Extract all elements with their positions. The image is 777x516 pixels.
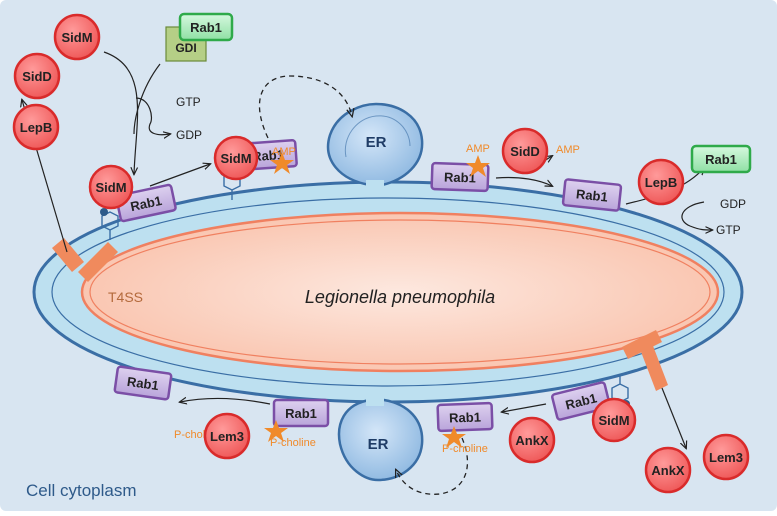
svg-text:AnkX: AnkX xyxy=(515,433,549,448)
effector-sidd-left: SidD xyxy=(13,52,61,100)
er-bottom-label: ER xyxy=(368,436,389,453)
gtp-right-label: GTP xyxy=(716,223,741,237)
gdi-label: GDI xyxy=(175,41,196,55)
lipid-anchors xyxy=(101,171,629,403)
svg-text:SidM: SidM xyxy=(598,413,629,428)
modification-stars xyxy=(264,152,490,448)
svg-text:Rab1: Rab1 xyxy=(564,390,598,412)
amp-label-3: AMP xyxy=(556,144,580,156)
pcholine-label-2: P-choline xyxy=(270,437,316,449)
gdi-complex: GDI Rab1 xyxy=(165,12,234,62)
svg-text:LepB: LepB xyxy=(20,120,53,135)
svg-text:Rab1: Rab1 xyxy=(449,409,481,425)
effector-ankx-bottom: AnkX xyxy=(508,416,556,464)
rab1-bottom-left: Rab1 xyxy=(113,365,173,401)
bacterium-legionella xyxy=(80,211,720,373)
er-top-arrow xyxy=(258,75,352,139)
er-vesicle-top xyxy=(326,102,424,196)
svg-text:SidD: SidD xyxy=(510,144,540,159)
svg-text:Rab1: Rab1 xyxy=(575,186,608,204)
er-top-label: ER xyxy=(366,134,387,151)
sidm-ampylation-arrow xyxy=(149,164,210,187)
pcholine-label-3: P-choline xyxy=(442,443,488,455)
svg-text:Rab1: Rab1 xyxy=(705,152,737,167)
svg-text:Lem3: Lem3 xyxy=(709,450,743,465)
amp-label-2: AMP xyxy=(466,143,490,155)
gdp-top-label: GDP xyxy=(176,128,202,142)
sidm-to-membrane-arrow xyxy=(103,51,139,174)
effector-sidd-right: SidD xyxy=(501,127,549,175)
svg-text:AnkX: AnkX xyxy=(651,463,685,478)
svg-text:Rab1: Rab1 xyxy=(252,147,285,164)
t4ss-right xyxy=(622,330,686,448)
cytoplasm-label: Cell cytoplasm xyxy=(26,481,137,500)
rab1-gdi-label: Rab1 xyxy=(190,20,222,35)
amp-label-1: AMP xyxy=(272,146,296,158)
gtp-top-label: GTP xyxy=(176,95,201,109)
svg-text:Lem3: Lem3 xyxy=(210,429,244,444)
rab1-bottom-pcholine-right: Rab1 xyxy=(436,401,494,433)
svg-text:Rab1: Rab1 xyxy=(285,406,317,421)
effector-lem3-outside: Lem3 xyxy=(702,433,750,481)
svg-text:Rab1: Rab1 xyxy=(129,193,163,214)
effector-lepb-left: LepB xyxy=(12,103,60,151)
effector-sidm-bound-1: SidM xyxy=(88,164,134,210)
effector-ankx-outside: AnkX xyxy=(644,446,692,494)
rab1-bottom-pcholine-left: Rab1 xyxy=(272,398,330,428)
ankx-release-arrow xyxy=(502,403,547,412)
svg-text:Rab1: Rab1 xyxy=(126,374,160,393)
gdp-right-label: GDP xyxy=(720,197,746,211)
sidd-deampylation-arrow xyxy=(495,176,552,186)
effector-sidm-top: SidM xyxy=(53,13,101,61)
svg-text:SidD: SidD xyxy=(22,69,52,84)
effector-lepb-right: LepB xyxy=(637,158,685,206)
er-bottom-arrow xyxy=(396,437,469,495)
er-vesicle-bottom xyxy=(337,390,424,482)
organism-label: Legionella pneumophila xyxy=(305,287,495,307)
svg-text:SidM: SidM xyxy=(95,180,126,195)
gtp-gdp-exchange-top xyxy=(135,97,170,135)
t4ss-label: T4SS xyxy=(108,289,143,305)
rab1-free-active: Rab1 xyxy=(690,144,752,174)
effector-sidm-bound-2: SidM xyxy=(213,135,259,181)
gdi-to-membrane-arrow xyxy=(133,63,161,135)
gtp-hydrolysis-arrow xyxy=(681,201,712,230)
svg-text:Rab1: Rab1 xyxy=(444,169,476,185)
svg-text:LepB: LepB xyxy=(645,175,678,190)
effector-lem3-bottom: Lem3 xyxy=(203,412,251,460)
svg-text:SidM: SidM xyxy=(61,30,92,45)
svg-text:SidM: SidM xyxy=(220,151,251,166)
lem3-release-arrow xyxy=(180,398,271,405)
effector-sidm-bottom: SidM xyxy=(591,397,637,443)
rab1-deampylated-right: Rab1 xyxy=(561,178,623,212)
